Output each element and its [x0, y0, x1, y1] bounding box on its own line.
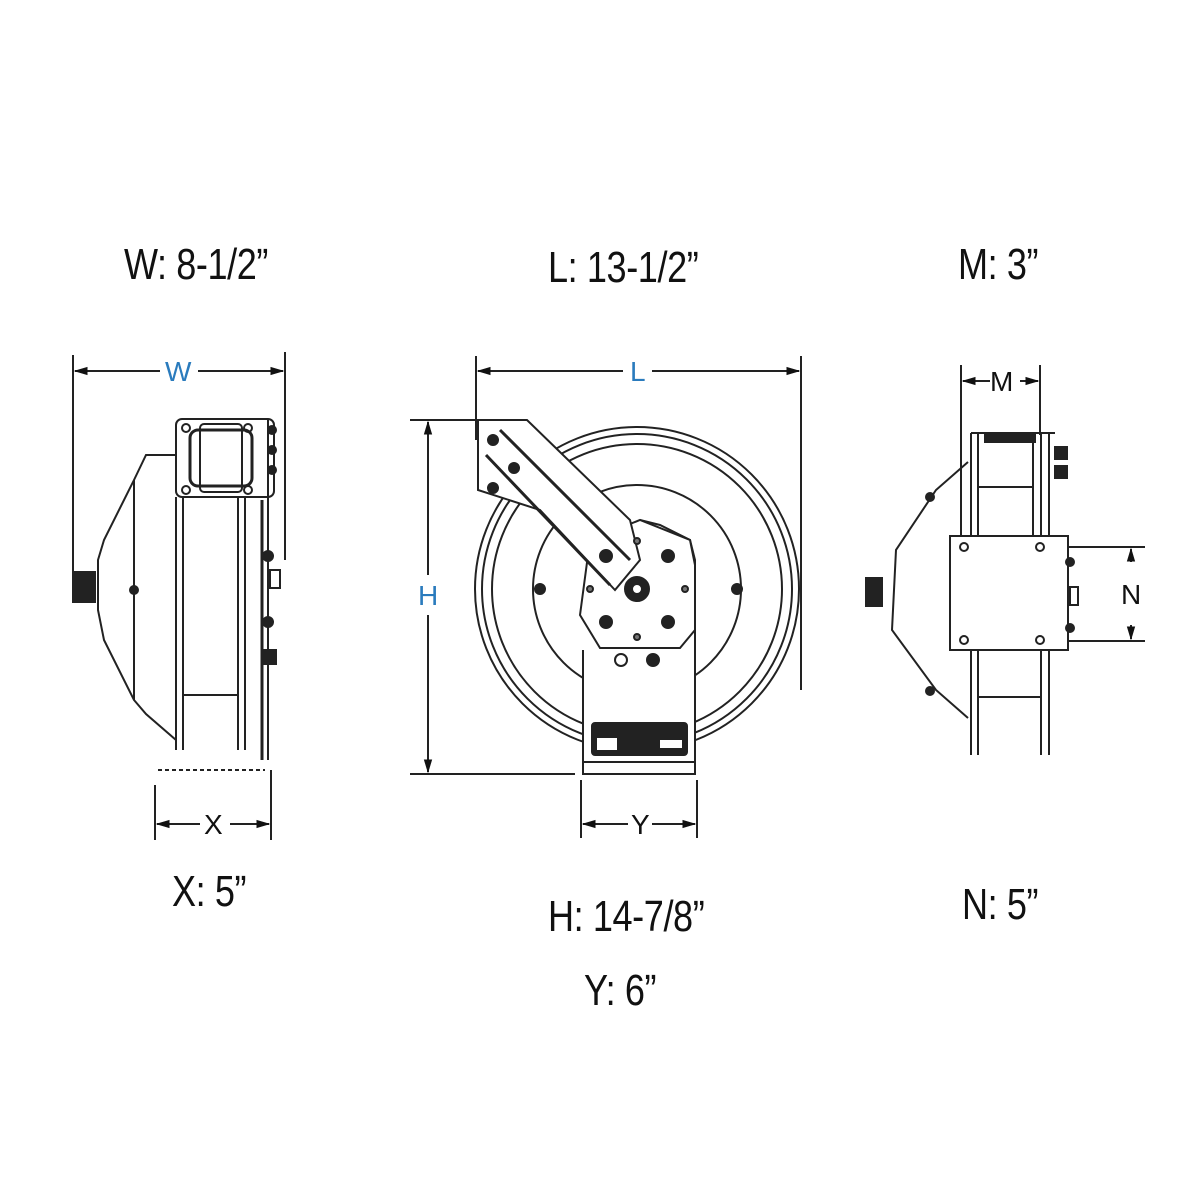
- dimension-label-y: Y: 6”: [584, 966, 657, 1015]
- dimension-label-m: M: 3”: [958, 240, 1039, 289]
- dim-letter-m: M: [990, 366, 1013, 397]
- front-view: [410, 356, 802, 838]
- dim-letter-l: L: [630, 356, 646, 387]
- dim-letter-n: N: [1121, 579, 1141, 610]
- dimension-label-x: X: 5”: [172, 867, 247, 916]
- side-view-right: [865, 365, 1145, 755]
- dimension-label-l: L: 13-1/2”: [548, 243, 699, 292]
- dim-letter-h: H: [418, 580, 438, 611]
- dimension-label-w: W: 8-1/2”: [124, 240, 269, 289]
- dim-letter-w: W: [165, 356, 192, 387]
- dimension-label-h: H: 14-7/8”: [548, 892, 705, 941]
- dim-letter-y: Y: [631, 809, 650, 840]
- dim-letter-x: X: [204, 809, 223, 840]
- dimension-label-n: N: 5”: [962, 880, 1039, 929]
- side-view-left: [72, 352, 286, 840]
